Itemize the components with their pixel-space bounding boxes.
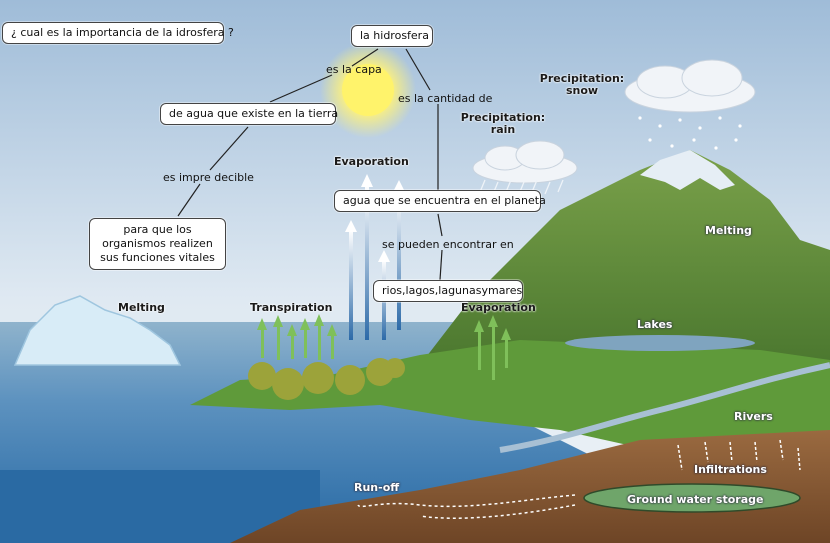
concept-agua-planeta[interactable]: agua que se encuentra en el planeta bbox=[334, 190, 546, 212]
groundwater-pool bbox=[583, 483, 801, 513]
transpiration-arrows bbox=[257, 314, 337, 360]
label-precipitation-snow: Precipitation: snow bbox=[539, 72, 625, 97]
cloud-rain bbox=[472, 140, 578, 184]
label-evaporation-top: Evaporation bbox=[334, 155, 409, 168]
cloud-snow bbox=[624, 59, 756, 113]
concept-hidrosfera[interactable]: la hidrosfera bbox=[351, 25, 433, 47]
runoff-flow bbox=[357, 494, 576, 508]
label-transpiration: Transpiration bbox=[250, 301, 333, 314]
label-rivers: Rivers bbox=[734, 410, 773, 423]
soil bbox=[230, 430, 830, 543]
iceberg bbox=[13, 295, 182, 366]
concept-agua-tierra[interactable]: de agua que existe en la tierra bbox=[160, 103, 338, 125]
question-node[interactable]: ¿ cual es la importancia de la idrosfera… bbox=[2, 22, 234, 44]
snowfall bbox=[638, 116, 742, 150]
grassland bbox=[190, 340, 830, 455]
label-runoff: Run-off bbox=[354, 481, 400, 494]
snow-cap bbox=[640, 150, 735, 190]
river bbox=[499, 362, 830, 453]
link-es-impre-decible: es impre decible bbox=[163, 171, 254, 184]
label-evaporation-right: Evaporation bbox=[461, 301, 536, 314]
sun-core bbox=[342, 64, 394, 116]
concept-lugares[interactable]: rios,lagos,lagunasymares bbox=[373, 280, 523, 302]
runoff-flow-lower bbox=[419, 504, 576, 519]
label-infiltrations: Infiltrations bbox=[694, 463, 767, 476]
label-melting-right: Melting bbox=[705, 224, 752, 237]
link-se-pueden-encontrar-en: se pueden encontrar en bbox=[382, 238, 514, 251]
evaporation-arrows-right bbox=[474, 315, 511, 380]
label-groundwater: Ground water storage bbox=[627, 493, 764, 506]
concept-links bbox=[177, 48, 443, 281]
lake bbox=[565, 335, 755, 351]
link-es-la-capa: es la capa bbox=[326, 63, 382, 76]
label-lakes: Lakes bbox=[637, 318, 673, 331]
infiltration-arrows bbox=[677, 439, 801, 471]
link-es-la-cantidad-de: es la cantidad de bbox=[398, 92, 493, 105]
label-melting-left: Melting bbox=[118, 301, 165, 314]
label-precipitation-rain: Precipitation: rain bbox=[460, 111, 546, 136]
concept-organismos[interactable]: para que los organismos realizen sus fun… bbox=[89, 218, 226, 270]
trees bbox=[248, 358, 405, 400]
